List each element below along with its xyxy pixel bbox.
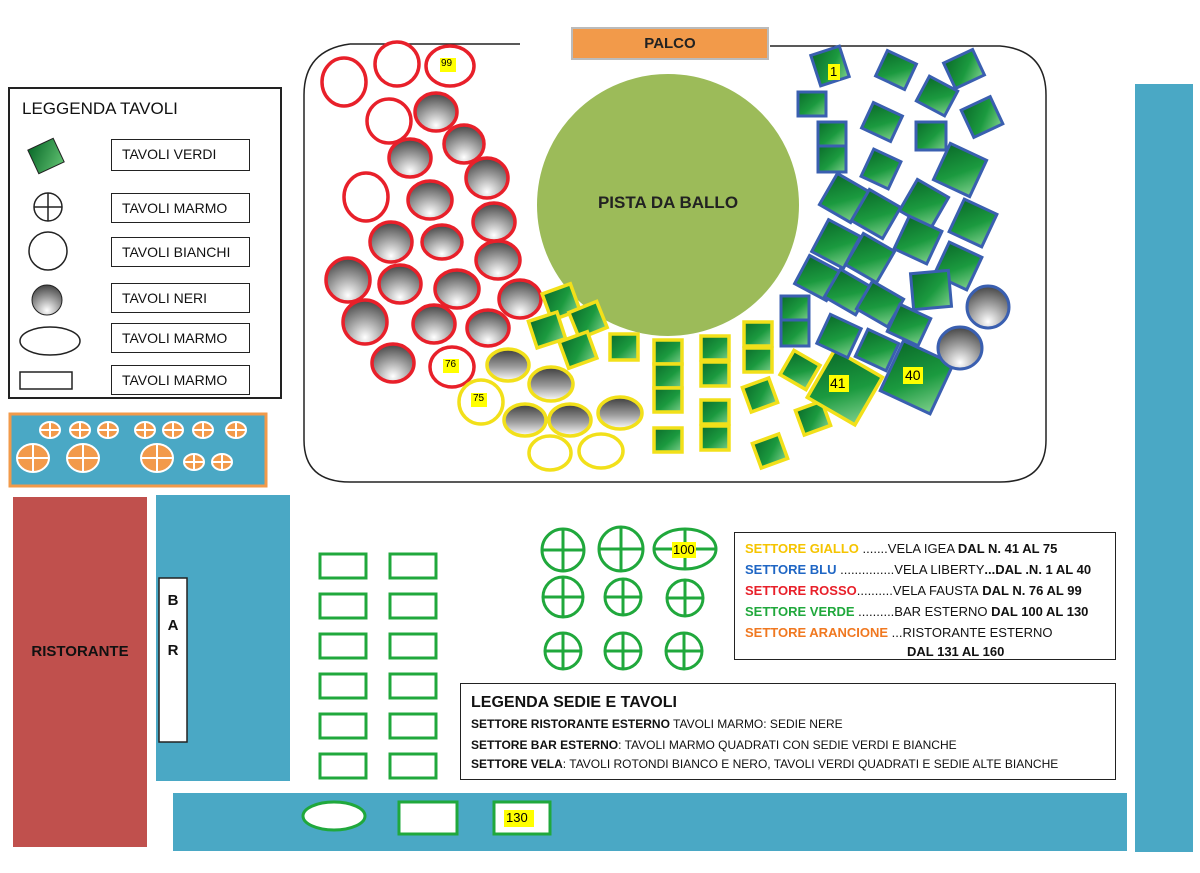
table-number-76: 76 <box>445 359 457 370</box>
yellow-sector-green-tables <box>526 281 885 471</box>
marble-cross-circle-table-icon <box>33 192 63 222</box>
table-number-130: 130 <box>506 810 528 825</box>
sector-name-yellow: SETTORE GIALLO <box>745 541 859 556</box>
orange-sector-table-crosses <box>17 422 246 472</box>
legend-chairs-title: LEGENDA SEDIE E TAVOLI <box>471 694 677 711</box>
table-badge-130 <box>504 810 534 827</box>
table-number-40: 40 <box>905 367 921 383</box>
dance-floor <box>533 70 803 340</box>
dance-floor-label: PISTA DA BALLO <box>597 193 739 212</box>
table-number-99: 99 <box>441 58 453 69</box>
table-badge-1 <box>828 64 840 80</box>
blue-sector-green-tables <box>779 44 1005 416</box>
legend-label-marble-oval: TAVOLI MARMO <box>111 323 250 353</box>
table-number-75: 75 <box>473 393 485 404</box>
restaurant-block <box>11 495 149 849</box>
bar-sector-rect-tables <box>318 552 438 780</box>
legend-chairs: LEGENDA SEDIE E TAVOLI SETTORE RISTORANT… <box>460 683 1116 780</box>
table-number-1: 1 <box>830 64 838 79</box>
legend-label-green: TAVOLI VERDI <box>111 139 250 171</box>
right-teal-area <box>1133 82 1195 854</box>
sector-line-red: SETTORE ROSSO..........VELA FAUSTA DAL N… <box>745 583 1082 598</box>
blue-sector-black-tables <box>936 284 1011 371</box>
sector-name-blue: SETTORE BLU <box>745 562 837 577</box>
yellow-sector-white-tables <box>457 378 625 472</box>
legend-chairs-line-vela: SETTORE VELA: TAVOLI ROTONDI BIANCO E NE… <box>471 757 1059 771</box>
table-badge-100 <box>672 542 696 558</box>
legend-label-marble-rect: TAVOLI MARMO <box>111 365 250 395</box>
sector-line-blue: SETTORE BLU ...............VELA LIBERTY.… <box>745 562 1092 577</box>
bar-letter-a: A <box>167 617 179 634</box>
marble-oval-table-icon <box>19 326 81 356</box>
yellow-sector-black-tables <box>485 347 644 438</box>
legend-label-white: TAVOLI BIANCHI <box>111 237 250 267</box>
legend-chairs-line-bar: SETTORE BAR ESTERNO: TAVOLI MARMO QUADRA… <box>471 738 957 752</box>
legend-label-marble-cross: TAVOLI MARMO <box>111 193 250 223</box>
sector-line-green: SETTORE VERDE ..........BAR ESTERNO DAL … <box>745 604 1089 619</box>
restaurant-label: RISTORANTE <box>31 643 129 660</box>
table-number-41: 41 <box>830 375 846 391</box>
bar-label: B A R <box>159 588 187 663</box>
stage-label: PALCO <box>644 35 696 52</box>
red-sector-black-tables <box>324 91 543 384</box>
legend-chairs-line-restaurant: SETTORE RISTORANTE ESTERNO TAVOLI MARMO:… <box>471 717 843 731</box>
bar-letter-b: B <box>167 592 179 609</box>
bottom-strip-tables <box>301 800 552 836</box>
sector-line-yellow: SETTORE GIALLO .......VELA IGEA DAL N. 4… <box>745 541 1058 556</box>
table-badge-40 <box>903 367 923 384</box>
green-square-table-icon <box>27 137 65 175</box>
sector-name-orange: SETTORE ARANCIONE <box>745 625 889 640</box>
legend-label-black: TAVOLI NERI <box>111 283 250 313</box>
stage: PALCO <box>571 27 769 60</box>
table-number-100: 100 <box>673 542 695 557</box>
sector-name-green: SETTORE VERDE <box>745 604 855 619</box>
sectors-legend: SETTORE GIALLO .......VELA IGEA DAL N. 4… <box>734 532 1116 660</box>
table-badge-99 <box>440 58 456 72</box>
bar-letter-r: R <box>167 642 179 659</box>
bar-counter <box>158 577 188 743</box>
legend-tables-title: LEGGENDA TAVOLI <box>22 99 178 118</box>
sector-line-orange-range: DAL 131 AL 160 <box>907 644 1005 659</box>
legend-tables: LEGGENDA TAVOLI TAVOLI VERDI TAVOLI MARM… <box>8 87 282 399</box>
white-circle-table-icon <box>28 231 68 271</box>
black-circle-table-icon <box>31 284 63 316</box>
marble-rectangle-table-icon <box>19 371 73 390</box>
table-badge-41 <box>829 375 849 392</box>
sector-line-orange: SETTORE ARANCIONE ...RISTORANTE ESTERNO <box>745 625 1053 640</box>
table-badge-76 <box>443 359 459 373</box>
sector-name-red: SETTORE ROSSO <box>745 583 857 598</box>
legend-icons <box>19 137 81 390</box>
table-badge-75 <box>471 393 487 407</box>
venue-outline <box>303 43 1047 483</box>
